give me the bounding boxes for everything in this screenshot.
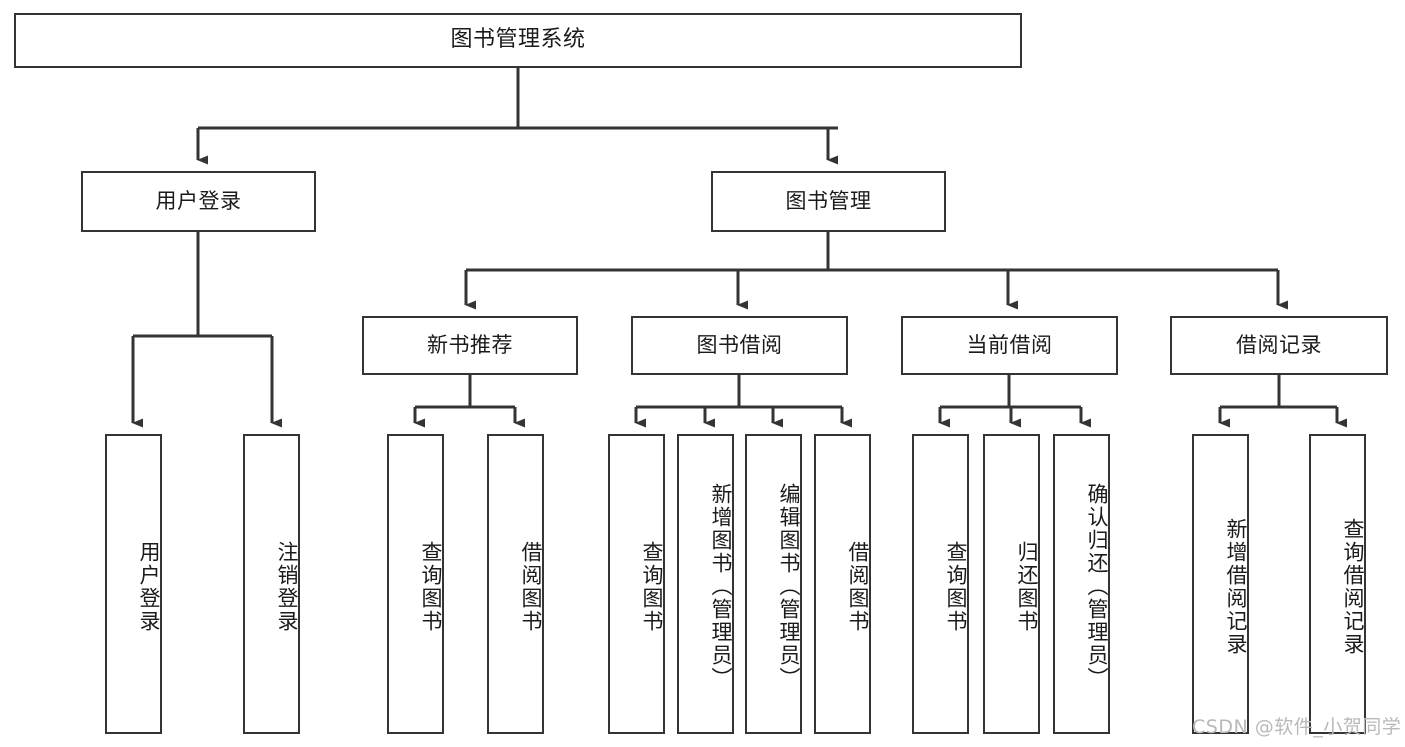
node-borrow-record[interactable]: 借阅记录 [1170,316,1388,375]
node-leaf-query-book-b[interactable]: 查询图书 [608,434,665,734]
node-book-borrow-label: 图书借阅 [696,332,783,357]
node-leaf-add-book-label: 新增图书（管理员） [709,482,733,690]
node-root[interactable]: 图书管理系统 [14,13,1022,68]
node-leaf-add-record[interactable]: 新增借阅记录 [1192,434,1249,734]
node-leaf-edit-book[interactable]: 编辑图书（管理员） [745,434,802,734]
node-root-label: 图书管理系统 [450,27,586,53]
node-leaf-query-record[interactable]: 查询借阅记录 [1309,434,1366,734]
node-leaf-confirm-return-label: 确认归还（管理员） [1085,482,1109,690]
node-leaf-user-logout-label: 注销登录 [275,541,299,633]
node-leaf-borrow-book-b[interactable]: 借阅图书 [814,434,871,734]
node-leaf-confirm-return[interactable]: 确认归还（管理员） [1053,434,1110,734]
watermark-text: CSDN @软件_小贺同学 [1192,716,1402,738]
node-leaf-return-book-label: 归还图书 [1015,541,1039,633]
node-book-manage-label: 图书管理 [785,188,872,213]
node-leaf-borrow-book-a[interactable]: 借阅图书 [487,434,544,734]
node-leaf-query-book-c[interactable]: 查询图书 [912,434,969,734]
node-user-login[interactable]: 用户登录 [81,171,316,232]
node-new-book-rec-label: 新书推荐 [427,332,513,357]
node-leaf-borrow-book-b-label: 借阅图书 [846,541,870,633]
node-book-borrow[interactable]: 图书借阅 [631,316,848,375]
node-new-book-rec[interactable]: 新书推荐 [362,316,578,375]
node-book-manage[interactable]: 图书管理 [711,171,946,232]
node-leaf-user-logout[interactable]: 注销登录 [243,434,300,734]
node-current-borrow[interactable]: 当前借阅 [901,316,1118,375]
node-leaf-query-book-c-label: 查询图书 [944,541,968,633]
node-leaf-query-book-b-label: 查询图书 [640,541,664,633]
node-leaf-add-book[interactable]: 新增图书（管理员） [677,434,734,734]
node-leaf-edit-book-label: 编辑图书（管理员） [777,482,801,690]
node-borrow-record-label: 借阅记录 [1236,332,1322,357]
node-leaf-user-login-label: 用户登录 [137,541,161,633]
node-current-borrow-label: 当前借阅 [966,332,1053,357]
node-leaf-query-book-a[interactable]: 查询图书 [387,434,444,734]
watermark: CSDN @软件_小贺同学 [1192,712,1401,739]
node-leaf-add-record-label: 新增借阅记录 [1224,518,1248,656]
node-leaf-query-book-a-label: 查询图书 [419,541,443,633]
node-leaf-borrow-book-a-label: 借阅图书 [519,541,543,633]
node-leaf-user-login[interactable]: 用户登录 [105,434,162,734]
node-leaf-return-book[interactable]: 归还图书 [983,434,1040,734]
node-leaf-query-record-label: 查询借阅记录 [1341,518,1365,656]
node-user-login-label: 用户登录 [155,188,242,213]
